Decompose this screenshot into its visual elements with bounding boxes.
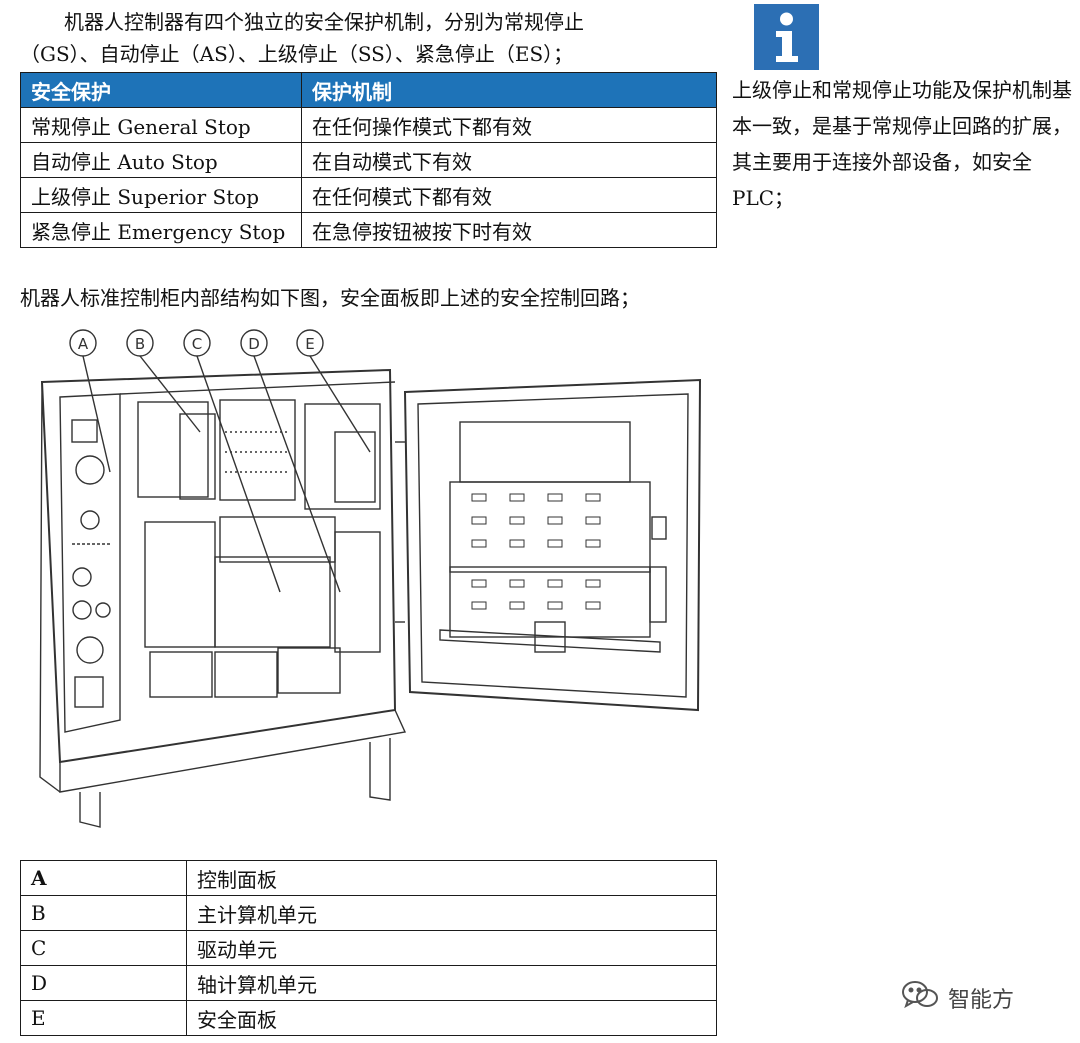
table-row: E 安全面板 bbox=[20, 1000, 717, 1036]
intro-line-1: 机器人控制器有四个独立的安全保护机制，分别为常规停止 bbox=[64, 10, 584, 34]
protection-table-header: 安全保护 保护机制 bbox=[20, 72, 717, 108]
table-row: A 控制面板 bbox=[20, 860, 717, 896]
table-row: 自动停止 Auto Stop 在自动模式下有效 bbox=[20, 142, 717, 178]
part-name: 安全面板 bbox=[186, 1000, 717, 1036]
protection-name: 自动停止 Auto Stop bbox=[20, 142, 302, 178]
protection-mechanism: 在急停按钮被按下时有效 bbox=[301, 212, 717, 248]
part-key: A bbox=[20, 860, 187, 896]
protection-mechanism: 在任何模式下都有效 bbox=[301, 177, 717, 213]
wechat-icon bbox=[900, 979, 940, 1017]
svg-text:D: D bbox=[248, 335, 260, 353]
part-key: D bbox=[20, 965, 187, 1001]
protection-name: 常规停止 General Stop bbox=[20, 107, 302, 143]
part-name: 驱动单元 bbox=[186, 930, 717, 966]
header-mechanism: 保护机制 bbox=[301, 72, 717, 108]
svg-text:B: B bbox=[135, 335, 145, 353]
watermark: 智能方 bbox=[900, 978, 1014, 1018]
watermark-text: 智能方 bbox=[948, 988, 1015, 1013]
intro-paragraph: 机器人控制器有四个独立的安全保护机制，分别为常规停止 （GS）、自动停止（AS）… bbox=[20, 6, 710, 70]
side-note: 上级停止和常规停止功能及保护机制基本一致，是基于常规停止回路的扩展，其主要用于连… bbox=[732, 78, 1072, 210]
header-protection: 安全保护 bbox=[20, 72, 302, 108]
table-row: D 轴计算机单元 bbox=[20, 965, 717, 1001]
protection-mechanism: 在任何操作模式下都有效 bbox=[301, 107, 717, 143]
callout-c: C bbox=[183, 329, 211, 357]
protection-mechanism: 在自动模式下有效 bbox=[301, 142, 717, 178]
table-row: B 主计算机单元 bbox=[20, 895, 717, 931]
protection-name: 紧急停止 Emergency Stop bbox=[20, 212, 302, 248]
part-name: 主计算机单元 bbox=[186, 895, 717, 931]
callout-a: A bbox=[69, 329, 97, 357]
part-key: B bbox=[20, 895, 187, 931]
figure-caption: 机器人标准控制柜内部结构如下图，安全面板即上述的安全控制回路； bbox=[20, 286, 640, 310]
callout-e: E bbox=[296, 329, 324, 357]
table-row: 紧急停止 Emergency Stop 在急停按钮被按下时有效 bbox=[20, 212, 717, 248]
svg-text:E: E bbox=[305, 335, 314, 353]
parts-table: A 控制面板 B 主计算机单元 C 驱动单元 D 轴计算机单元 E 安全面板 bbox=[20, 860, 717, 1036]
info-icon bbox=[754, 4, 819, 70]
protection-name: 上级停止 Superior Stop bbox=[20, 177, 302, 213]
table-row: C 驱动单元 bbox=[20, 930, 717, 966]
callout-d: D bbox=[240, 329, 268, 357]
callout-b: B bbox=[126, 329, 154, 357]
part-key: E bbox=[20, 1000, 187, 1036]
part-key: C bbox=[20, 930, 187, 966]
part-name: 轴计算机单元 bbox=[186, 965, 717, 1001]
table-row: 上级停止 Superior Stop 在任何模式下都有效 bbox=[20, 177, 717, 213]
controller-cabinet-figure: A B C D E bbox=[20, 322, 720, 857]
intro-line-2: （GS）、自动停止（AS）、上级停止（SS）、紧急停止（ES）； bbox=[20, 42, 574, 66]
svg-text:A: A bbox=[78, 335, 89, 353]
table-row: 常规停止 General Stop 在任何操作模式下都有效 bbox=[20, 107, 717, 143]
part-name: 控制面板 bbox=[186, 860, 717, 896]
protection-table: 安全保护 保护机制 常规停止 General Stop 在任何操作模式下都有效 … bbox=[20, 72, 717, 248]
svg-text:C: C bbox=[192, 335, 202, 353]
